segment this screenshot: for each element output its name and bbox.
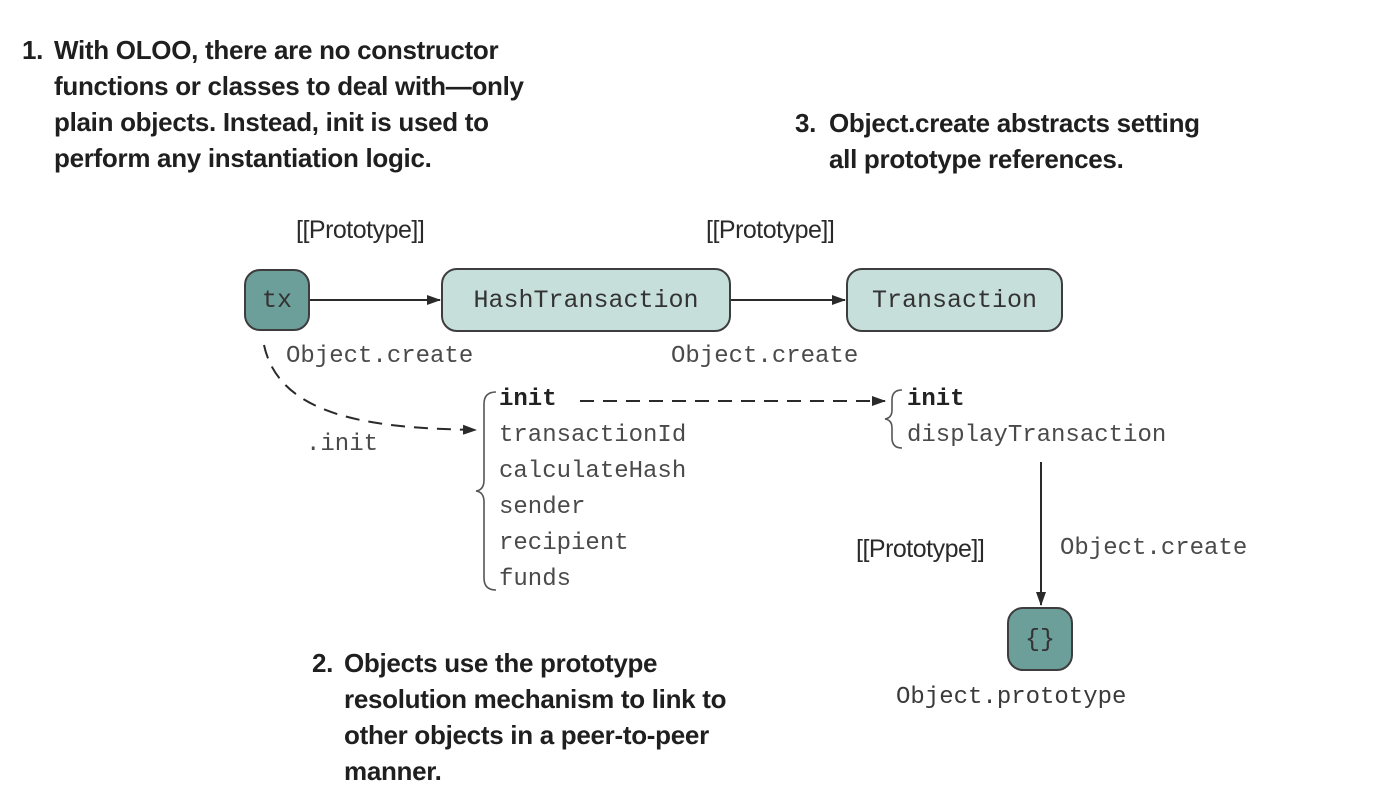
transaction-members-brace bbox=[884, 389, 903, 449]
callout-3: 3. Object.create abstracts setting all p… bbox=[795, 105, 1200, 177]
hash-transaction-members-brace bbox=[475, 391, 497, 591]
callout-2: 2. Objects use the prototype resolution … bbox=[312, 645, 727, 789]
member-item: sender bbox=[499, 494, 586, 521]
callout-3-line: all prototype references. bbox=[829, 144, 1124, 174]
callout-1-line: perform any instantiation logic. bbox=[54, 143, 432, 173]
callout-2-line: manner. bbox=[344, 756, 442, 786]
callout-1: 1. With OLOO, there are no constructor f… bbox=[22, 32, 524, 176]
callout-3-number: 3. bbox=[795, 108, 817, 138]
callout-1-line: With OLOO, there are no constructor bbox=[54, 35, 499, 65]
tx-node: tx bbox=[244, 269, 310, 331]
init-call-label: .init bbox=[306, 431, 379, 458]
member-item: funds bbox=[499, 566, 572, 593]
callout-2-number: 2. bbox=[312, 648, 334, 678]
member-item: calculateHash bbox=[499, 458, 687, 485]
callout-2-line: other objects in a peer-to-peer bbox=[344, 720, 709, 750]
object-prototype-label: Object.prototype bbox=[896, 684, 1127, 711]
callout-1-number: 1. bbox=[22, 35, 44, 65]
object-create-label-tx: Object.create bbox=[286, 343, 474, 370]
object-create-label-hash: Object.create bbox=[671, 343, 859, 370]
object-prototype-node: {} bbox=[1007, 607, 1073, 671]
hash-transaction-members: init transactionId calculateHash sender … bbox=[499, 382, 686, 598]
callout-3-line: Object.create abstracts setting bbox=[829, 108, 1200, 138]
transaction-members: init displayTransaction bbox=[907, 382, 1166, 454]
callout-1-line: functions or classes to deal with—only bbox=[54, 71, 524, 101]
init-call-dashed-link bbox=[263, 344, 477, 435]
callout-2-line: resolution mechanism to link to bbox=[344, 684, 727, 714]
member-item: init bbox=[499, 386, 557, 413]
hash-transaction-node: HashTransaction bbox=[441, 268, 731, 332]
member-item: recipient bbox=[499, 530, 629, 557]
member-item: displayTransaction bbox=[907, 422, 1167, 449]
prototype-label-tx-hash: [[Prototype]] bbox=[296, 216, 425, 244]
callout-1-line: plain objects. Instead, init is used to bbox=[54, 107, 489, 137]
prototype-label-hash-transaction: [[Prototype]] bbox=[706, 216, 835, 244]
callout-2-line: Objects use the prototype bbox=[344, 648, 658, 678]
member-item: init bbox=[907, 386, 965, 413]
transaction-node: Transaction bbox=[846, 268, 1063, 332]
object-create-label-transaction: Object.create bbox=[1060, 535, 1248, 562]
prototype-label-transaction-object: [[Prototype]] bbox=[856, 535, 985, 563]
member-item: transactionId bbox=[499, 422, 687, 449]
